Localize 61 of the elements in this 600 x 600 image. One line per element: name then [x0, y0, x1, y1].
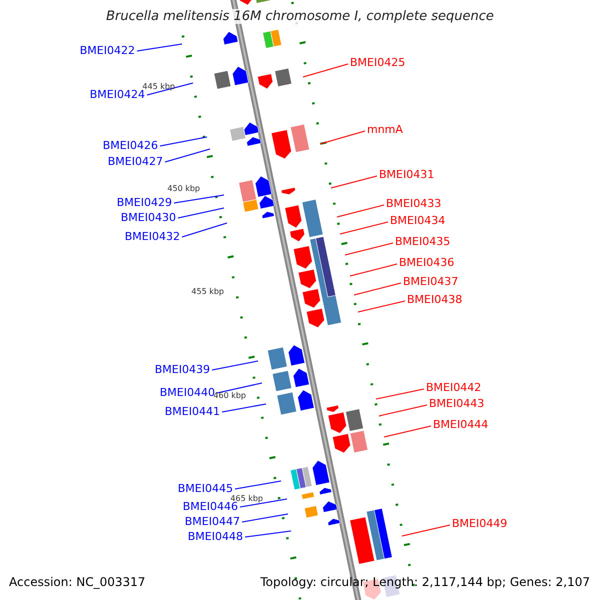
gene-label: BMEI0427: [108, 155, 163, 168]
leader-line: [146, 82, 194, 96]
leader-line: [212, 360, 258, 370]
gene-label: BMEI0437: [403, 275, 458, 288]
gene-label: BMEI0438: [407, 293, 462, 306]
gene-label: BMEI0426: [102, 139, 158, 152]
gene-label: BMEI0436: [399, 256, 454, 269]
position-label: 465 kbp: [230, 494, 263, 503]
gene-label: mnmA: [367, 123, 403, 136]
gene-label: BMEI0429: [116, 196, 172, 209]
leader-line: [136, 44, 182, 52]
gene-label: BMEI0433: [386, 197, 442, 210]
gene-label: BMEI0432: [124, 230, 180, 243]
gene-label: BMEI0440: [160, 386, 215, 399]
leader-line: [242, 514, 288, 522]
leader-line: [160, 136, 208, 146]
leader-line: [402, 524, 450, 536]
summary-text: Topology: circular; Length: 2,117,144 bp; Genes: 2,107: [260, 575, 590, 589]
leader-line: [244, 530, 292, 538]
gene-label: BMEI0425: [350, 56, 406, 69]
gene-label: BMEI0449: [452, 517, 508, 530]
leader-line: [164, 148, 210, 162]
leader-line: [330, 176, 378, 188]
gene-label: BMEI0422: [80, 44, 135, 57]
leader-line: [320, 130, 366, 144]
gene-label: BMEI0439: [154, 363, 210, 376]
gene-label: BMEI0443: [429, 397, 484, 410]
leader-line: [376, 388, 424, 400]
leader-line: [350, 264, 398, 276]
leader-line: [344, 242, 394, 256]
leader-line: [216, 382, 262, 394]
leader-line: [178, 208, 224, 218]
gene-label: BMEI0447: [184, 515, 240, 528]
leader-line: [354, 282, 402, 296]
gene-label: BMEI0446: [182, 500, 238, 513]
gene-label: BMEI0448: [188, 530, 243, 543]
gene-label: BMEI0441: [164, 405, 220, 418]
leader-line: [240, 498, 288, 508]
leader-line: [222, 404, 266, 412]
position-label: 450 kbp: [167, 184, 200, 194]
gene-label: BMEI0434: [390, 214, 446, 227]
leader-line: [336, 204, 384, 218]
position-label: 455 kbp: [191, 287, 224, 297]
leader-line: [174, 194, 224, 204]
gene-label: BMEI0435: [395, 235, 450, 248]
position-label: 460 kbp: [213, 391, 246, 401]
gene-label: BMEI0424: [90, 88, 145, 101]
leader-line: [340, 222, 388, 234]
leader-line: [358, 300, 406, 312]
leader-line: [182, 222, 228, 238]
gene-label: BMEI0442: [426, 381, 482, 394]
gene-label: BMEI0444: [433, 418, 488, 431]
leader-line: [234, 480, 282, 490]
leader-line: [384, 426, 432, 438]
position-label: 445 kbp: [142, 82, 175, 91]
leader-line: [302, 64, 348, 78]
gene-label: BMEI0430: [120, 211, 176, 224]
accession-text: Accession: NC_003317: [9, 575, 146, 589]
gene-label: BMEI0445: [178, 482, 233, 495]
leader-line: [378, 404, 428, 416]
gene-label: BMEI0431: [379, 168, 434, 181]
